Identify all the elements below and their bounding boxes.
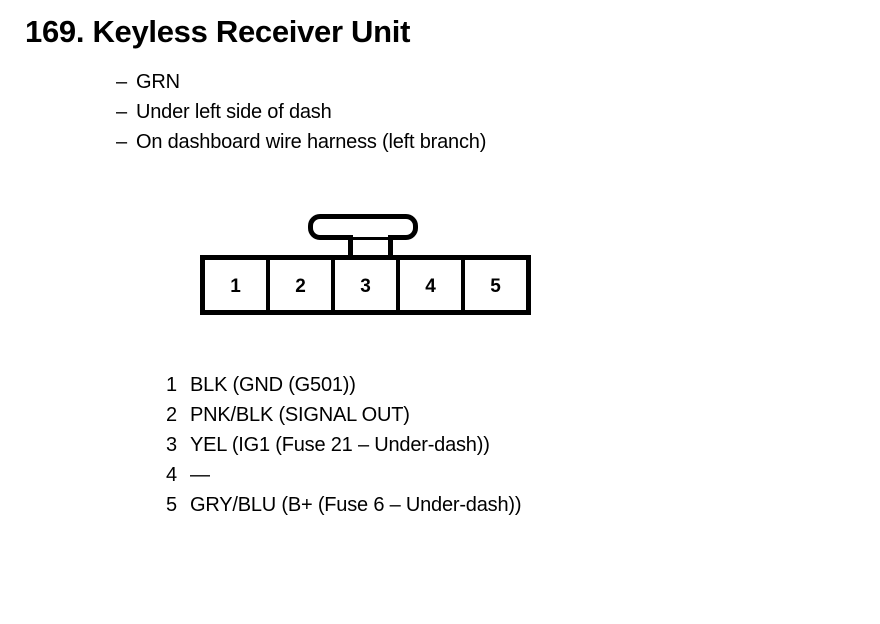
connector-pin-number: 4	[425, 275, 436, 297]
pin-legend-number: 4	[166, 464, 177, 486]
pin-legend-row: 5 GRY/BLU (B+ (Fuse 6 – Under-dash))	[166, 490, 521, 520]
pin-legend-row: 4—	[166, 460, 521, 490]
detail-item-harness: –On dashboard wire harness (left branch)	[116, 127, 486, 157]
connector-pin-3: 3	[335, 260, 400, 310]
detail-item-label: On dashboard wire harness (left branch)	[136, 131, 487, 153]
pin-legend-description: YEL (IG1 (Fuse 21 – Under-dash))	[190, 434, 490, 456]
connector-latch-leg-right	[388, 236, 393, 258]
page-title: 169. Keyless Receiver Unit	[25, 14, 411, 49]
pin-legend-description: BLK (GND (G501))	[190, 374, 356, 396]
bullet-dash-icon: –	[116, 71, 127, 93]
pin-legend-number: 3	[166, 434, 177, 456]
connector-diagram: 1 2 3 4 5	[200, 212, 531, 315]
pin-legend-row: 2 PNK/BLK (SIGNAL OUT)	[166, 400, 521, 430]
connector-body: 1 2 3 4 5	[200, 255, 531, 315]
connector-pin-5: 5	[465, 260, 526, 310]
connector-pin-1: 1	[205, 260, 270, 310]
pin-legend-number: 5	[166, 494, 177, 516]
detail-item-color: –GRN	[116, 67, 486, 97]
connector-pin-number: 5	[490, 275, 501, 297]
connector-latch-leg-left	[348, 236, 353, 258]
pin-legend-row: 1 BLK (GND (G501))	[166, 370, 521, 400]
bullet-dash-icon: –	[116, 131, 127, 153]
detail-item-location: –Under left side of dash	[116, 97, 486, 127]
pin-legend-description: PNK/BLK (SIGNAL OUT)	[190, 404, 410, 426]
connector-latch-gap	[353, 231, 388, 237]
pin-legend-row: 3 YEL (IG1 (Fuse 21 – Under-dash))	[166, 430, 521, 460]
pin-legend-number: 1	[166, 374, 177, 396]
pin-legend-description: —	[190, 464, 210, 486]
connector-pin-number: 2	[295, 275, 306, 297]
connector-pin-number: 1	[230, 275, 241, 297]
detail-item-label: GRN	[136, 71, 180, 93]
pin-legend-description: GRY/BLU (B+ (Fuse 6 – Under-dash))	[190, 494, 522, 516]
connector-pin-2: 2	[270, 260, 335, 310]
bullet-dash-icon: –	[116, 101, 127, 123]
connector-pin-number: 3	[360, 275, 371, 297]
connector-pin-4: 4	[400, 260, 465, 310]
pin-legend-number: 2	[166, 404, 177, 426]
detail-item-label: Under left side of dash	[136, 101, 332, 123]
detail-list: –GRN –Under left side of dash –On dashbo…	[116, 67, 486, 157]
